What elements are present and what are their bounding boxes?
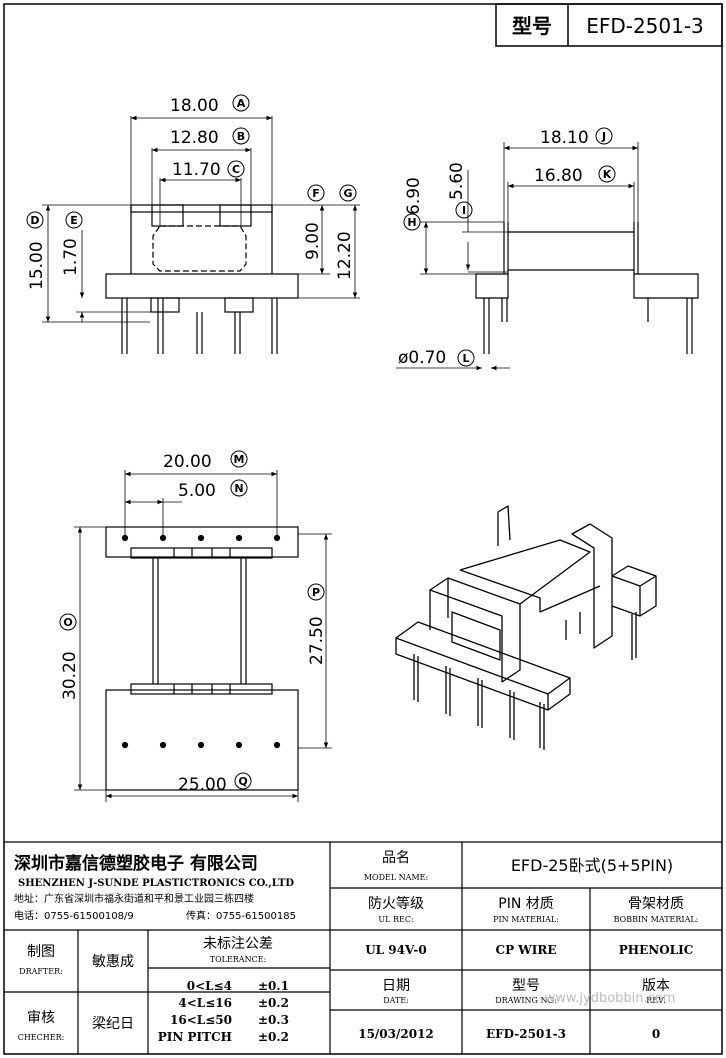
dim-e-value: 1.70 bbox=[61, 238, 81, 276]
svg-text:E: E bbox=[70, 214, 78, 227]
dim-b-value: 12.80 bbox=[170, 128, 219, 148]
tolerance-value-1: ±0.1 bbox=[258, 979, 289, 993]
tolerance-label-cn: 未标注公差 bbox=[203, 936, 273, 952]
front-view bbox=[105, 204, 299, 354]
model-name-label-en: MODEL NAME: bbox=[364, 873, 428, 882]
isometric-view bbox=[395, 505, 657, 750]
company-name-cn: 深圳市嘉信德塑胶电子 有限公司 bbox=[14, 853, 258, 874]
bobbin-material-label-cn: 骨架材质 bbox=[628, 896, 684, 912]
tolerance-value-2: ±0.2 bbox=[258, 996, 289, 1010]
drawing-no-value: EFD-2501-3 bbox=[486, 1027, 566, 1041]
drafter-label-cn: 制图 bbox=[27, 944, 55, 960]
svg-text:I: I bbox=[462, 204, 466, 217]
header-model-label: 型号 bbox=[512, 14, 552, 38]
title-block-text: 深圳市嘉信德塑胶电子 有限公司 SHENZHEN J-SUNDE PLASTIC… bbox=[14, 850, 698, 1044]
company-phone: 电话：0755-61500108/9 bbox=[14, 909, 134, 922]
dim-k-value: 16.80 bbox=[534, 166, 583, 186]
company-fax: 传真：0755-61500185 bbox=[186, 909, 296, 922]
rev-label-en: REV: bbox=[646, 996, 666, 1005]
svg-text:F: F bbox=[312, 187, 320, 200]
svg-text:G: G bbox=[343, 187, 352, 200]
tolerance-value-3: ±0.3 bbox=[258, 1013, 289, 1027]
reference-markers bbox=[26, 94, 616, 790]
dim-q-value: 25.00 bbox=[178, 775, 227, 795]
tolerance-range-4: PIN PITCH bbox=[158, 1030, 232, 1044]
side-view-dimensions bbox=[396, 142, 639, 371]
dim-i-value: 5.60 bbox=[447, 162, 467, 200]
dim-l-value: ø0.70 bbox=[398, 348, 446, 368]
dim-m-value: 20.00 bbox=[163, 452, 212, 472]
date-label-cn: 日期 bbox=[382, 978, 410, 994]
svg-text:H: H bbox=[407, 216, 416, 229]
dimension-labels: 18.00 12.80 11.70 15.00 1.70 9.00 12.20 … bbox=[27, 96, 589, 795]
svg-text:Q: Q bbox=[238, 775, 247, 788]
company-name-en: SHENZHEN J-SUNDE PLASTICTRONICS CO.,LTD bbox=[18, 878, 294, 889]
svg-text:O: O bbox=[63, 616, 72, 629]
bobbin-material-label-en: BOBBIN MATERIAL: bbox=[614, 915, 699, 924]
svg-text:M: M bbox=[234, 453, 245, 466]
ul-rec-label-en: UL REC: bbox=[378, 915, 413, 924]
ul-rec-label-cn: 防火等级 bbox=[368, 895, 424, 912]
drawing-no-label-cn: 型号 bbox=[512, 978, 540, 994]
dim-g-value: 12.20 bbox=[335, 231, 355, 280]
tolerance-value-4: ±0.2 bbox=[258, 1030, 289, 1044]
header-model-box: 型号 EFD-2501-3 bbox=[495, 3, 723, 47]
reference-letters: A B C D E F G H I J K L M N O P Q bbox=[30, 97, 611, 788]
date-label-en: DATE: bbox=[383, 996, 409, 1005]
svg-text:J: J bbox=[601, 130, 606, 143]
dim-f-value: 9.00 bbox=[303, 222, 323, 260]
svg-text:B: B bbox=[237, 130, 245, 143]
svg-text:L: L bbox=[462, 352, 469, 365]
model-name-value: EFD-25卧式(5+5PIN) bbox=[511, 856, 673, 875]
side-view bbox=[475, 222, 699, 354]
checker-label-en: CHECHER: bbox=[18, 1033, 65, 1042]
drafter-label-en: DRAFTER: bbox=[19, 967, 63, 976]
checker-value: 梁纪日 bbox=[92, 1016, 134, 1032]
dim-n-value: 5.00 bbox=[178, 481, 216, 501]
header-model-value: EFD-2501-3 bbox=[586, 14, 704, 38]
date-value: 15/03/2012 bbox=[358, 1027, 434, 1041]
svg-text:P: P bbox=[312, 586, 320, 599]
dim-o-value: 30.20 bbox=[60, 651, 80, 700]
svg-text:A: A bbox=[237, 97, 246, 110]
ul-rec-value: UL 94V-0 bbox=[365, 943, 427, 957]
bottom-view bbox=[105, 526, 299, 791]
dim-j-value: 18.10 bbox=[540, 128, 589, 148]
dim-h-value: 6.90 bbox=[404, 177, 424, 215]
title-block bbox=[4, 841, 722, 1054]
watermark: www.jydbobbin.com bbox=[545, 991, 676, 1006]
sheet-border bbox=[3, 3, 723, 1055]
dim-p-value: 27.50 bbox=[307, 616, 327, 665]
rev-label-cn: 版本 bbox=[642, 978, 670, 994]
dim-d-value: 15.00 bbox=[27, 241, 47, 290]
tolerance-label-en: TOLERANCE: bbox=[210, 955, 267, 964]
dim-c-value: 11.70 bbox=[172, 160, 221, 180]
drawing-no-label-en: DRAWING NO: bbox=[495, 996, 556, 1005]
checker-label-cn: 审核 bbox=[27, 1010, 55, 1026]
dim-a-value: 18.00 bbox=[170, 96, 219, 116]
pin-material-value: CP WIRE bbox=[496, 943, 557, 957]
pin-material-label-en: PIN MATERIAL: bbox=[493, 915, 559, 924]
bobbin-material-value: PHENOLIC bbox=[619, 943, 694, 957]
front-view-dimensions bbox=[42, 115, 360, 323]
svg-text:D: D bbox=[30, 214, 39, 227]
tolerance-range-2: 4<L≤16 bbox=[178, 996, 232, 1010]
svg-text:K: K bbox=[603, 168, 612, 181]
model-name-label-cn: 品名 bbox=[382, 850, 410, 866]
drafter-value: 敏惠成 bbox=[92, 954, 134, 970]
svg-text:N: N bbox=[234, 482, 243, 495]
svg-text:C: C bbox=[232, 163, 240, 176]
tolerance-range-1: 0<L≤4 bbox=[187, 979, 232, 993]
pin-material-label-cn: PIN 材质 bbox=[498, 896, 554, 912]
company-address: 地址：广东省深圳市福永街道和平和景工业园三栋四楼 bbox=[14, 892, 254, 905]
tolerance-range-3: 16<L≤50 bbox=[170, 1013, 232, 1027]
bottom-view-dimensions bbox=[74, 470, 332, 802]
rev-value: 0 bbox=[652, 1027, 660, 1041]
